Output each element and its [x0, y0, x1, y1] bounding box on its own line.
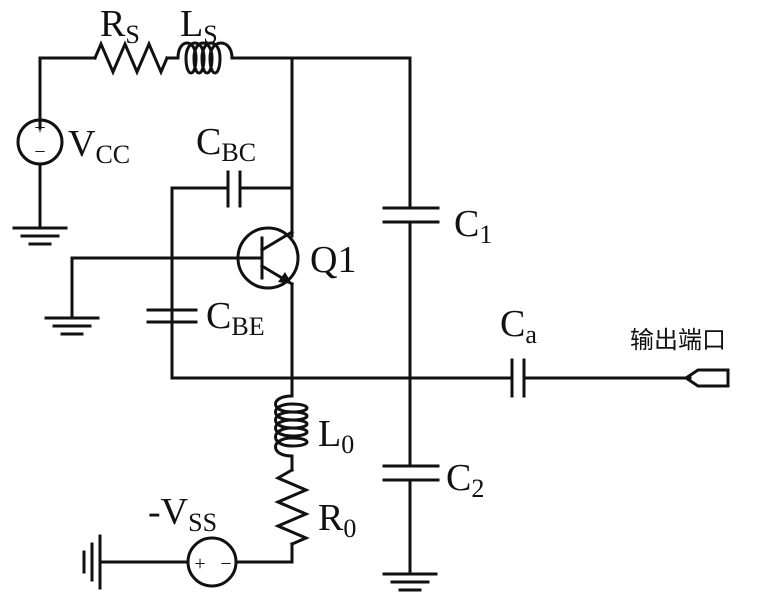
plus-sign: +	[34, 117, 45, 139]
transistor-q1	[70, 226, 300, 320]
ground-icon	[82, 534, 102, 590]
vcc-label: VCC	[68, 123, 130, 169]
ls-label: LS	[180, 3, 218, 49]
output-port-icon	[683, 368, 730, 388]
r0-resistor	[234, 467, 310, 564]
q1-label: Q1	[310, 239, 356, 281]
minus-sign: −	[34, 141, 45, 163]
emitter-node-wire	[170, 358, 692, 398]
l0-inductor	[274, 376, 309, 472]
minus-sign: −	[220, 553, 231, 575]
top-rail	[38, 40, 412, 130]
cbe-label: CBE	[206, 295, 265, 341]
vss-source: + −	[98, 536, 238, 588]
cbe-capacitor	[146, 308, 198, 324]
cbc-capacitor	[170, 170, 294, 364]
vcc-source: + −	[16, 117, 64, 230]
c1-capacitor	[382, 56, 440, 468]
c1-label: C1	[454, 203, 492, 249]
rs-label: RS	[100, 3, 140, 49]
r0-label: R0	[318, 497, 356, 543]
ground-icon	[382, 572, 438, 592]
ground-icon	[12, 226, 68, 246]
c2-label: C2	[446, 457, 484, 503]
cbc-label: CBC	[196, 121, 256, 167]
ca-label: Ca	[500, 303, 537, 349]
ground-icon	[44, 316, 100, 336]
output-port-label: 输出端口	[630, 326, 726, 354]
vss-label: -VSS	[148, 491, 217, 537]
c2-capacitor	[382, 464, 440, 576]
plus-sign: +	[194, 553, 205, 575]
l0-label: L0	[318, 413, 354, 459]
